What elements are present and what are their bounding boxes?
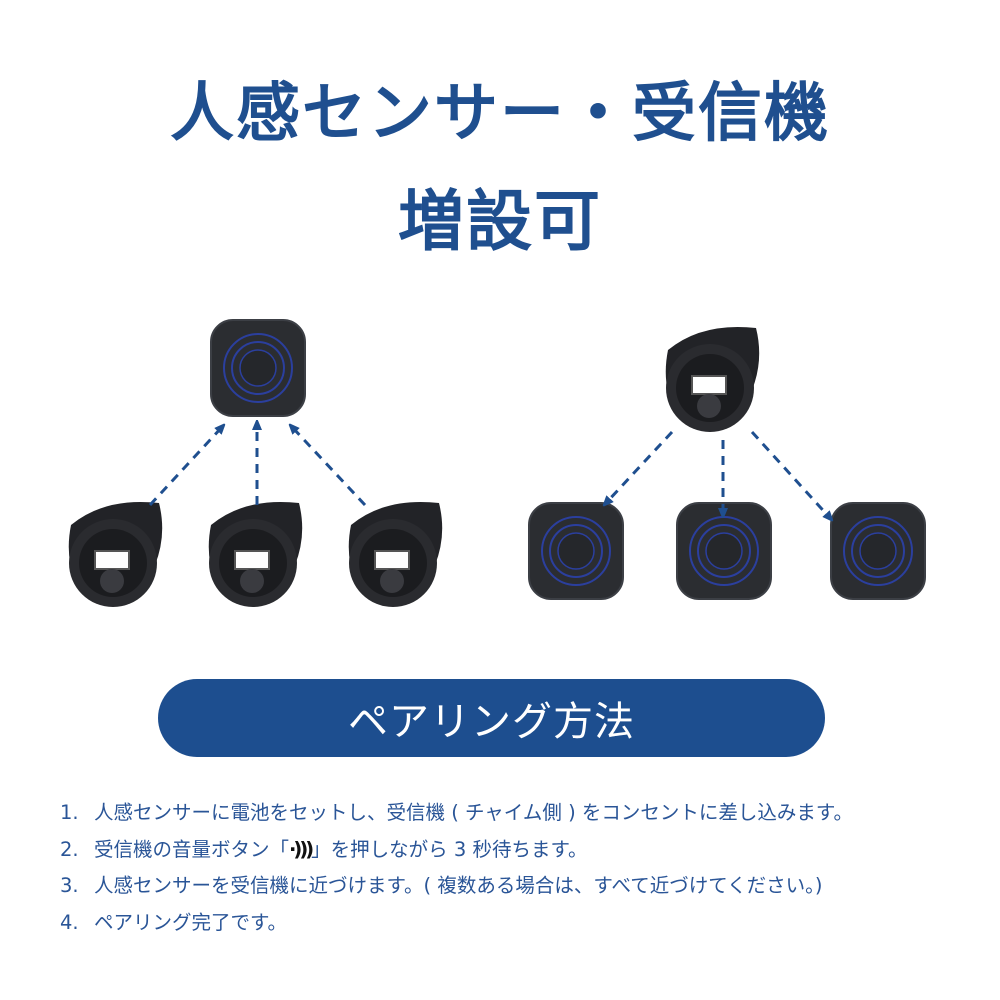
receiver-device xyxy=(676,502,772,600)
step-number: 3. xyxy=(60,874,79,897)
arrow xyxy=(606,430,674,503)
arrow xyxy=(148,427,222,507)
step-text: 受信機の音量ボタン「 xyxy=(94,837,290,861)
step-number: 4. xyxy=(60,910,79,934)
step-text: 人感センサーを受信機に近づけます。( 複数ある場合は、すべて近づけてください。) xyxy=(94,874,823,897)
step-3: 3. 人感センサーを受信機に近づけます。( 複数ある場合は、すべて近づけてください… xyxy=(60,868,853,905)
arrow xyxy=(750,430,830,518)
step-number: 2. xyxy=(60,837,79,861)
sensor-device xyxy=(67,500,164,608)
step-2: 2. 受信機の音量ボタン「·)))」を押しながら 3 秒待ちます。 xyxy=(60,832,853,869)
receiver-device xyxy=(830,502,926,600)
page-title: 人感センサー・受信機 xyxy=(170,77,830,151)
step-1: 1. 人感センサーに電池をセットし、受信機 ( チャイム側 ) をコンセントに差し… xyxy=(60,795,853,832)
step-text: ペアリング完了です。 xyxy=(94,910,288,934)
pairing-steps: 1. 人感センサーに電池をセットし、受信機 ( チャイム側 ) をコンセントに差し… xyxy=(60,795,853,941)
page-subtitle: 増設可 xyxy=(398,183,602,260)
step-text: 人感センサーに電池をセットし、受信機 ( チャイム側 ) をコンセントに差し込み… xyxy=(94,801,853,824)
sensor-device xyxy=(664,325,761,433)
step-text: 」を押しながら 3 秒待ちます。 xyxy=(311,837,588,861)
pairing-method-banner: ペアリング方法 xyxy=(158,679,825,757)
step-number: 1. xyxy=(60,801,79,824)
step-4: 4. ペアリング完了です。 xyxy=(60,905,853,942)
sensor-device xyxy=(347,500,444,608)
arrow xyxy=(292,427,367,507)
receiver-device xyxy=(210,319,306,417)
pairing-diagram xyxy=(67,319,926,608)
sound-wave-icon: ·))) xyxy=(289,837,314,861)
sensor-device xyxy=(207,500,304,608)
receiver-device xyxy=(528,502,624,600)
